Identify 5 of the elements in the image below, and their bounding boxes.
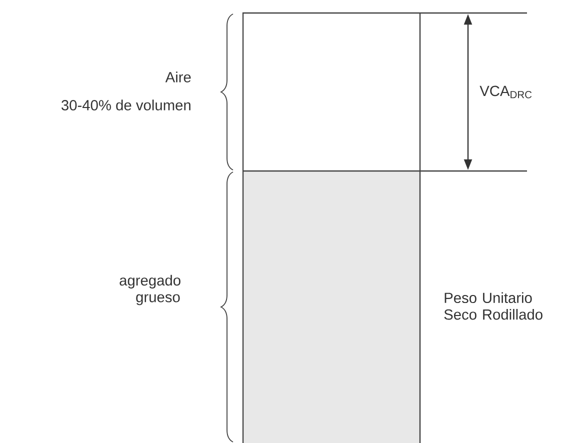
label-text: agregado grueso [120, 274, 180, 306]
label-text: Peso Unitario Seco Rodillado [444, 292, 542, 320]
label-text: VCA$_{DRC}$ [480, 86, 532, 98]
label-text: Aire [165, 72, 191, 82]
label-text: 30-40% de volumen [62, 100, 190, 110]
